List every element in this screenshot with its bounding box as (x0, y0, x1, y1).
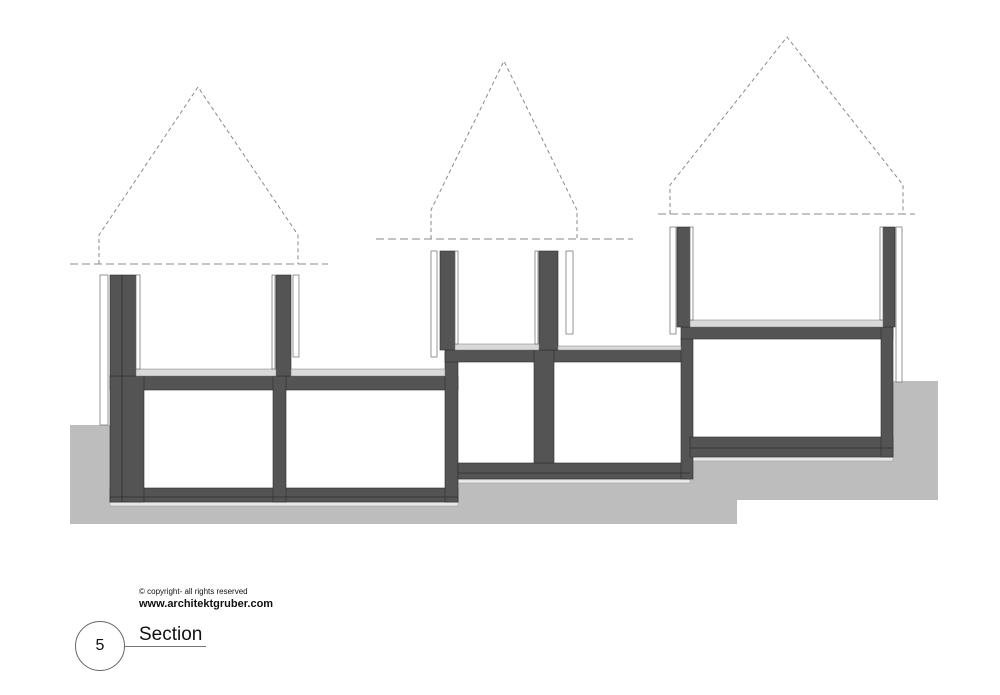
slab-lines (110, 275, 893, 502)
concrete-structure (109, 226, 896, 503)
section-number: 5 (95, 637, 105, 654)
copyright-text: © copyright- all rights reserved (139, 587, 248, 596)
section-title: Section (139, 624, 203, 645)
section-number-badge: 5 (75, 621, 125, 671)
section-title-underline (125, 646, 206, 647)
datum-lines (70, 213, 915, 265)
cladding (99, 226, 903, 426)
roof-outlines (98, 36, 904, 264)
website-link[interactable]: www.architektgruber.com (139, 598, 274, 610)
terrain (70, 381, 938, 524)
floor-finishes (135, 319, 884, 377)
